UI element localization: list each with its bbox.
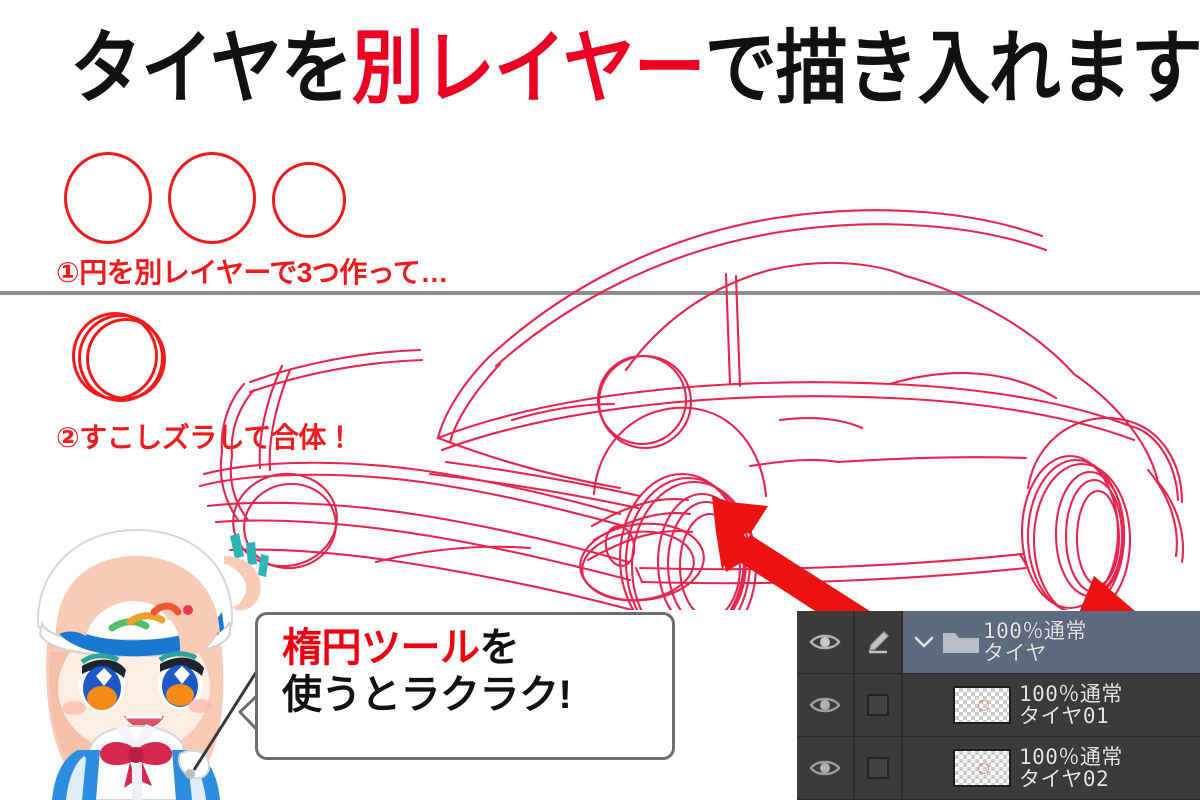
folder-icon-wrap [939,627,983,657]
layer-lock-toggle-1[interactable] [855,674,903,736]
circle-1 [64,152,152,244]
mascot-character [36,528,282,800]
layer-visibility-toggle-1[interactable] [797,674,855,736]
lock-checkbox-icon [867,757,889,779]
eye-icon [809,634,841,650]
circle-2 [168,152,256,244]
bubble-line-1: 楕円ツールを [282,625,656,672]
eye-icon [809,697,841,713]
layer-info-2: 100％通常 タイヤ02 [1019,746,1123,791]
layer-thumbnail-1[interactable] [953,686,1011,724]
paint-streak-icon [108,602,182,632]
merged-circle-3 [86,318,166,400]
pencil-icon [869,631,889,654]
sparkle-icon [230,533,269,577]
layer-panel[interactable]: 100％通常 タイヤ 100％通常 タイヤ01 [797,611,1200,800]
mouth [124,716,164,728]
folder-expand-toggle[interactable] [909,635,939,649]
layer-name-2: タイヤ02 [1019,767,1110,791]
collar [116,724,156,756]
step-2-label: ②すこしズラして合体！ [56,422,354,453]
layer-opacity-0: 100％通常 [983,619,1087,643]
circle-3 [272,162,346,238]
layer-name-0: タイヤ [983,641,1047,665]
title-part-3: で描き入れます [704,24,1200,114]
layer-row-tire01[interactable]: 100％通常 タイヤ01 [797,674,1200,737]
layer-name-1: タイヤ01 [1019,704,1110,728]
title-part-1: タイヤを [70,24,353,114]
eye-left [78,653,126,712]
blush-right [188,699,212,713]
page-title: タイヤを別レイヤーで描き入れます [70,21,1200,117]
section-divider [0,291,1200,295]
layer-edit-indicator-0[interactable] [855,611,903,673]
lock-checkbox-icon [867,694,889,716]
layer-info-0: 100％通常 タイヤ [983,620,1087,665]
car-line-art-sketch [198,209,1185,610]
bubble-particle: を [479,626,520,670]
bubble-tool-name: 楕円ツール [282,626,480,670]
layer-thumbnail-2[interactable] [953,749,1011,787]
layer-lock-toggle-2[interactable] [855,737,903,799]
eye-right [158,651,204,710]
speech-bubble: 楕円ツールを 使うとラクラク! [255,612,675,760]
eye-icon [809,760,841,776]
layer-opacity-1: 100％通常 [1019,682,1123,706]
blush-left [62,701,86,715]
pointer-grip [185,769,195,779]
hair-side-right [162,611,218,660]
shirt-placket [132,764,142,800]
step-1-label: ①円を別レイヤーで3つ作って… [56,257,448,288]
layer-visibility-toggle-2[interactable] [797,737,855,799]
chevron-down-icon [914,636,934,648]
paint-dot [183,605,193,615]
layer-row-tire02[interactable]: 100％通常 タイヤ02 [797,737,1200,800]
bubble-line-2: 使うとラクラク! [282,672,572,717]
layer-row-folder[interactable]: 100％通常 タイヤ [797,611,1200,674]
layer-opacity-2: 100％通常 [1019,745,1123,769]
title-part-2-accent: 別レイヤー [351,24,706,114]
layer-visibility-toggle-0[interactable] [797,611,855,673]
layer-info-1: 100％通常 タイヤ01 [1019,683,1123,728]
hair-ahoge [224,556,261,611]
folder-icon [943,633,979,653]
